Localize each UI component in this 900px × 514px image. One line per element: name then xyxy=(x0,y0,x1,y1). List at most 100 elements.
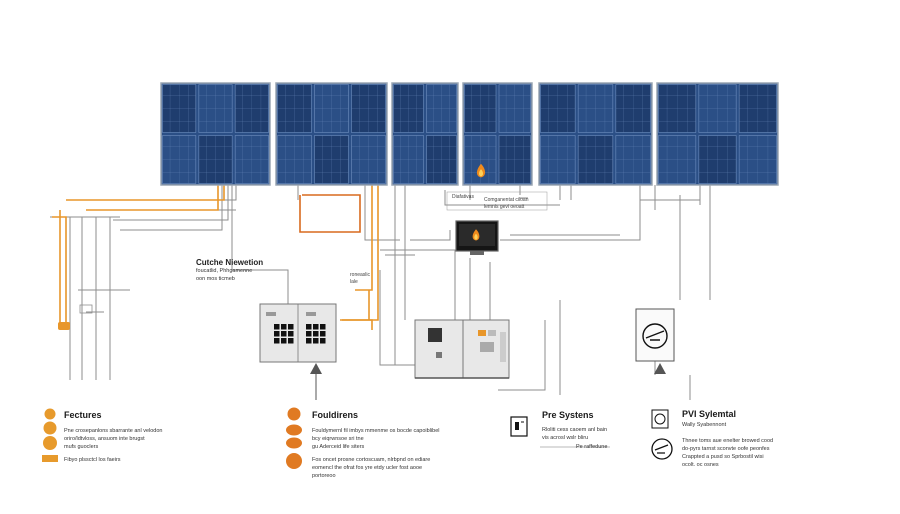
solar-panel xyxy=(160,82,271,186)
legend-pre-systems-line3: Pe raffedune xyxy=(576,444,608,450)
breaker xyxy=(288,338,294,344)
solar-panel xyxy=(462,82,533,186)
top-label-box xyxy=(446,191,548,211)
breaker xyxy=(281,324,287,330)
inverter-cabinet xyxy=(414,319,510,379)
legend-features-line1: Pne crosepanlons sbarrante anl velodon xyxy=(64,428,163,434)
breaker xyxy=(288,331,294,337)
legend-fouldirens-line5: eomencl the ofrat fos yre etdy ucler fos… xyxy=(312,465,423,471)
legend-dot xyxy=(44,408,56,420)
gray-wire xyxy=(498,320,546,391)
breaker xyxy=(320,324,326,330)
orange-wire xyxy=(355,185,373,291)
breaker xyxy=(306,338,312,344)
legend-fouldirens-line6: portoreoo xyxy=(312,473,336,479)
legend-dot xyxy=(287,407,301,421)
inverter-led xyxy=(488,330,496,336)
solar-panel-array xyxy=(160,82,779,186)
breaker xyxy=(306,331,312,337)
pvi-box xyxy=(651,409,669,429)
legend-fouldirens-line2: bcy eiqrwnsoe sri tne xyxy=(312,436,364,442)
side-note-1: roneaslic xyxy=(350,272,371,278)
solar-panel xyxy=(656,82,779,186)
orange-wire xyxy=(299,194,361,233)
pvi-dial xyxy=(654,413,666,425)
small-meter-icon xyxy=(510,416,528,437)
gray-wire xyxy=(113,185,229,221)
legend-pvi-line5: ocolt. oc osnes xyxy=(682,462,719,468)
legend-fouldirens-line1: Fouldymernl fil imbys mmenme os bocde ca… xyxy=(312,428,440,434)
legend-features-line3: mufs guoclers xyxy=(64,444,99,450)
gray-wire xyxy=(410,230,451,241)
orange-wire xyxy=(52,216,67,330)
meter-needle xyxy=(645,330,665,341)
middle-line-2: oon mos ticmeb xyxy=(196,276,235,282)
breaker xyxy=(306,324,312,330)
flame-icon xyxy=(476,163,486,178)
legend-dot xyxy=(286,437,302,449)
legend-pvi-title: PVI Sylemtal xyxy=(682,409,737,419)
pvi-needle xyxy=(654,444,669,454)
gray-wire xyxy=(444,190,560,206)
fuse xyxy=(58,322,70,330)
inverter-panel xyxy=(480,342,494,352)
solar-panel xyxy=(275,82,388,186)
gray-wire xyxy=(379,270,415,366)
legend-dot xyxy=(43,421,57,435)
meter-dial-icon xyxy=(635,308,675,362)
gray-wire xyxy=(231,185,289,305)
inverter-knob xyxy=(436,352,442,358)
breaker xyxy=(320,331,326,337)
combiner-cabinet xyxy=(259,303,337,363)
legend-features-line2: oriro/ldtvloss, ansuom inte brugst xyxy=(64,436,145,442)
flame-inner xyxy=(474,233,478,240)
arrow-up-icon xyxy=(310,363,322,374)
legend-pre-systems-line1: Rloliti cess caoem anl bain xyxy=(542,427,608,433)
equipment xyxy=(42,163,675,469)
legend-fouldirens-title: Fouldirens xyxy=(312,410,359,420)
legend-dot xyxy=(43,436,57,450)
middle-title: Cutche Niewetion xyxy=(196,258,264,267)
gray-wire xyxy=(364,185,400,241)
legend-bar xyxy=(42,455,58,462)
legend-dot xyxy=(286,424,302,436)
middle-line-1: foucatlid, Phhgamenne xyxy=(196,268,253,274)
gray-wiring xyxy=(50,185,711,400)
monitor-stand xyxy=(470,251,484,255)
breaker xyxy=(281,331,287,337)
small-meter-bar xyxy=(515,422,519,430)
legend-pvi-line3: do-pyrs tarnst sconvte oofe peonfes xyxy=(682,446,770,452)
legend-fouldirens-line3: gu Aderceid life siters xyxy=(312,444,365,450)
legend-pvi-line1: Wally Syabennont xyxy=(682,422,727,428)
circle-meter-icon xyxy=(651,409,669,429)
legend-fouldirens-line4: Fos oncet prosne cortoscuam, nlrbpnd on … xyxy=(312,457,431,463)
legend-pre-systems-line2: vis acrosl wslr bliru xyxy=(542,435,589,441)
orange-wire xyxy=(86,185,219,211)
legend-features-title: Fectures xyxy=(64,410,102,420)
inverter-led xyxy=(478,330,486,336)
legend-features-line4: Fibyo plssctcl los faeirs xyxy=(64,457,121,463)
breaker xyxy=(313,331,319,337)
breaker xyxy=(281,338,287,344)
cabinet-vent xyxy=(266,312,276,316)
legend-pvi-line2: Thnee toms aue enelter browed cood xyxy=(682,438,774,444)
breaker xyxy=(274,324,280,330)
orange-wire xyxy=(340,319,373,330)
top-box-label-3: lemnis gevi oeoatt xyxy=(484,204,525,210)
breaker xyxy=(274,338,280,344)
solar-panel xyxy=(391,82,459,186)
breaker xyxy=(313,338,319,344)
gray-wire xyxy=(500,185,641,241)
circle-meter-icon xyxy=(651,438,673,460)
legend-pre-systems-title: Pre Systens xyxy=(542,410,594,420)
inverter-display xyxy=(428,328,442,342)
breaker xyxy=(320,338,326,344)
orange-wiring xyxy=(52,185,379,330)
top-box-label-1: Diafativas xyxy=(452,194,474,200)
junction xyxy=(79,304,93,314)
solar-panel xyxy=(538,82,653,186)
side-note-2: lale xyxy=(350,279,358,285)
top-box-label-2: Comganentat ciloan xyxy=(484,197,529,203)
